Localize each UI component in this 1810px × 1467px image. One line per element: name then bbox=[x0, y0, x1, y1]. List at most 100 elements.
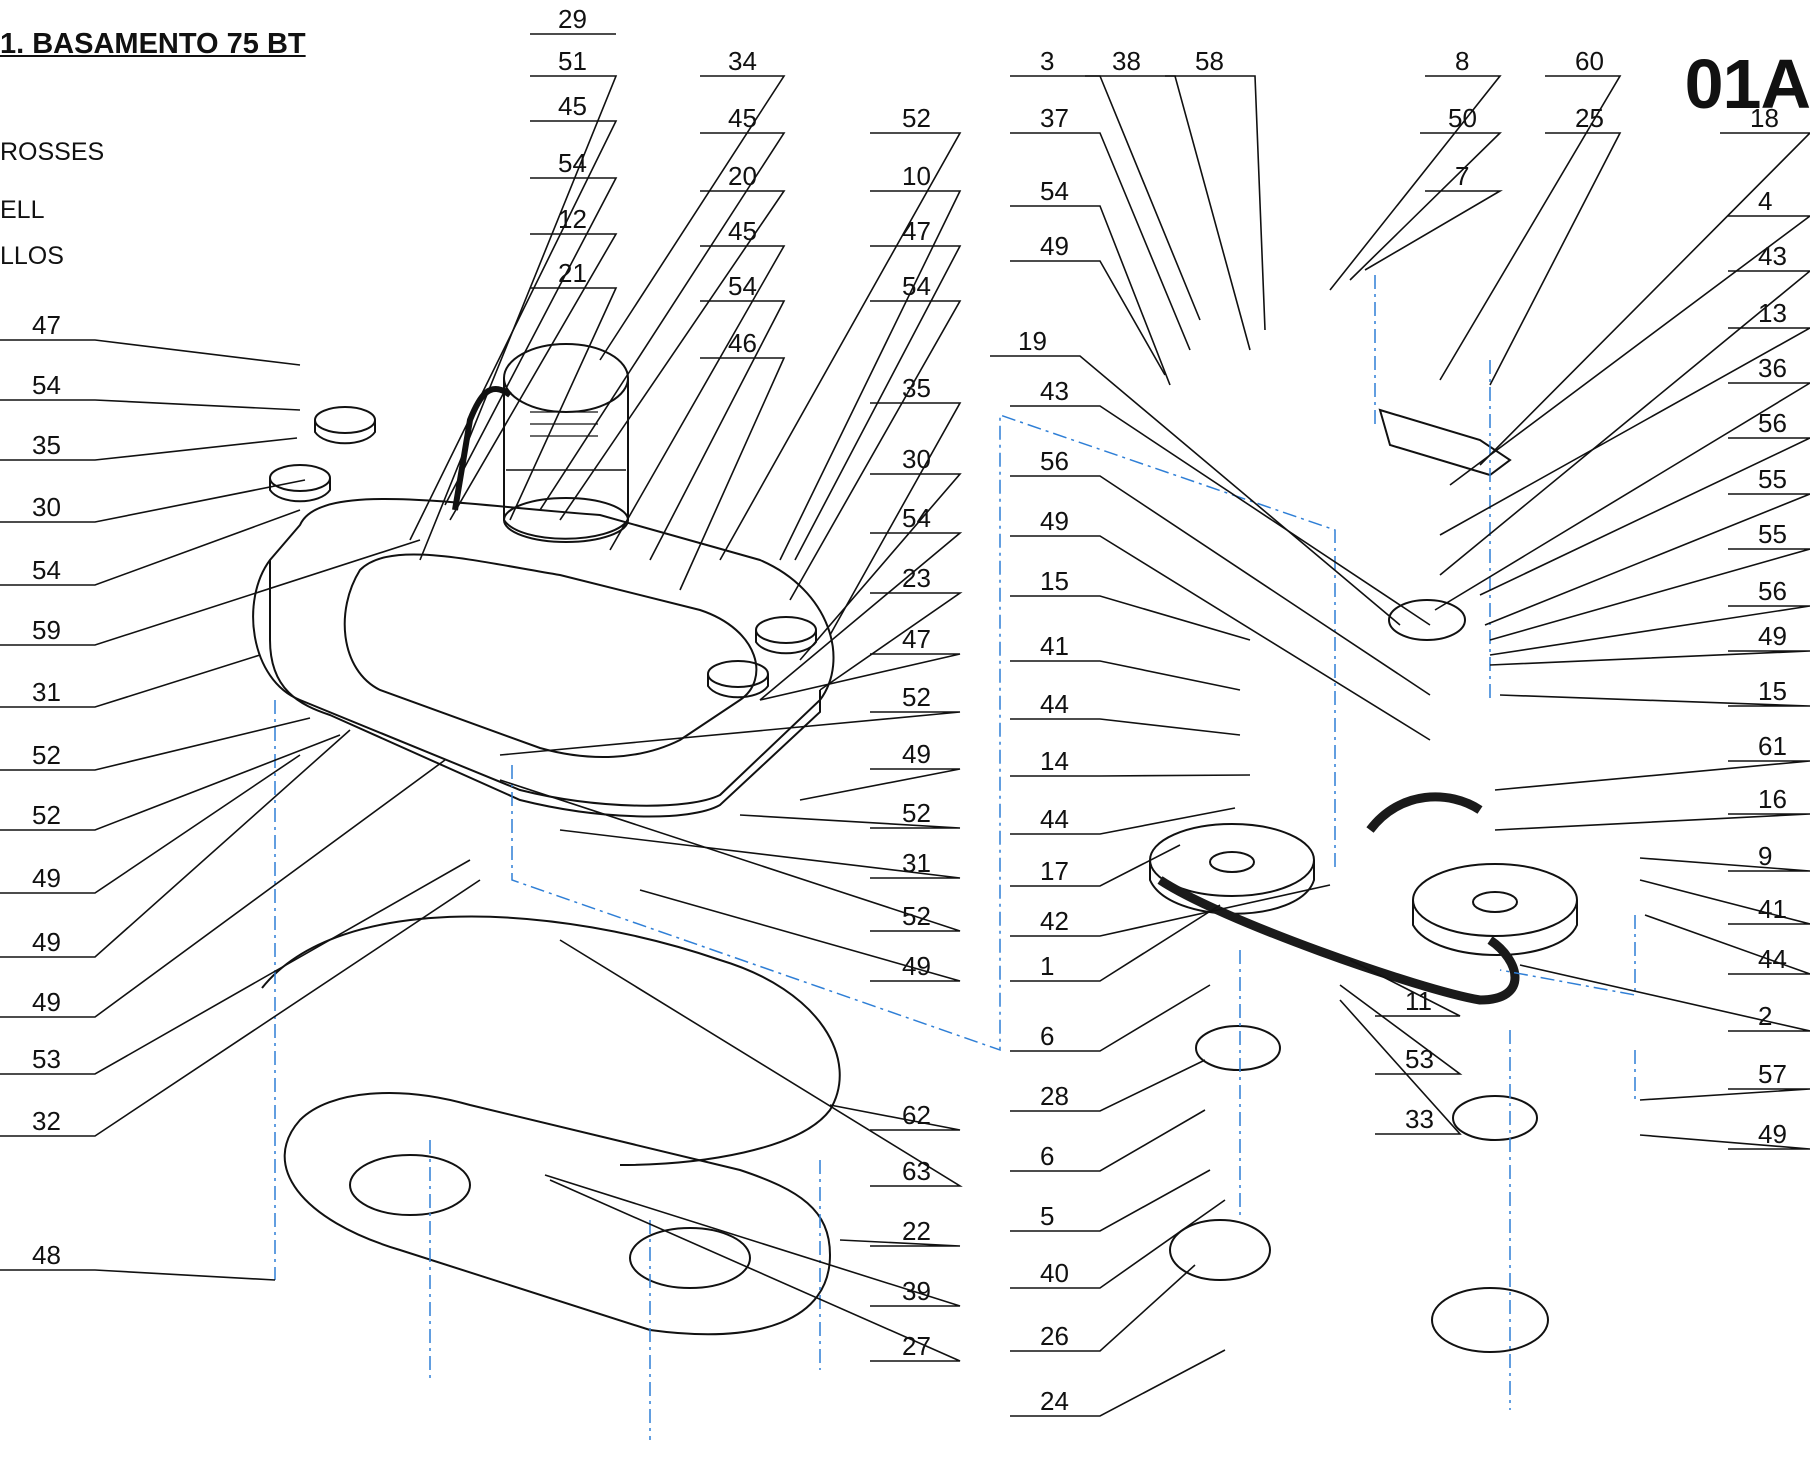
drive-belt bbox=[1157, 792, 1520, 1005]
callout-top-30: 39 bbox=[544, 1174, 961, 1307]
leader-line bbox=[1489, 650, 1810, 666]
callout-left-13: 32 bbox=[0, 879, 481, 1137]
callout-right-8: 13 bbox=[1439, 298, 1810, 536]
right-pulley bbox=[1412, 863, 1578, 956]
upper-housing bbox=[1388, 599, 1466, 641]
callout-label: 52 bbox=[902, 798, 931, 828]
callout-left-6: 31 bbox=[0, 654, 261, 708]
callout-label: 44 bbox=[1758, 944, 1787, 974]
leader-line bbox=[1010, 1349, 1226, 1417]
callout-mid-19: 28 bbox=[1010, 1059, 1206, 1112]
blade-disc-left bbox=[1169, 1219, 1271, 1281]
callout-right-11: 55 bbox=[1484, 464, 1810, 626]
leader-line bbox=[549, 1179, 961, 1362]
callout-top-21: 52 bbox=[499, 682, 961, 756]
callout-mid-16: 42 bbox=[1010, 884, 1331, 937]
leader-line bbox=[0, 759, 446, 1018]
callout-label: 22 bbox=[902, 1216, 931, 1246]
legend-line-2: ELL bbox=[0, 196, 45, 224]
leader-line bbox=[1010, 1109, 1206, 1172]
callout-top-5: 21 bbox=[509, 258, 618, 521]
callout-mid-4: 54 bbox=[1010, 176, 1171, 386]
leader-line bbox=[1339, 999, 1462, 1135]
leader-line bbox=[599, 75, 786, 361]
callout-label: 40 bbox=[1040, 1258, 1069, 1288]
callout-label: 52 bbox=[32, 740, 61, 770]
callout-mid-2: 58 bbox=[1165, 46, 1266, 331]
callout-label: 19 bbox=[1018, 326, 1047, 356]
leader-line bbox=[0, 539, 421, 646]
leader-line bbox=[1010, 1199, 1226, 1289]
callout-left-1: 54 bbox=[0, 370, 301, 411]
legend-line-3: LLOS bbox=[0, 242, 64, 270]
callout-left-8: 52 bbox=[0, 734, 341, 831]
leader-line bbox=[719, 132, 962, 561]
callout-right-14: 49 bbox=[1489, 621, 1810, 666]
callout-label: 36 bbox=[1758, 353, 1787, 383]
callout-label: 45 bbox=[728, 103, 757, 133]
callout-top-31: 27 bbox=[549, 1179, 961, 1362]
callout-mid-14: 44 bbox=[1010, 804, 1236, 835]
callout-label: 44 bbox=[1040, 689, 1069, 719]
leader-line bbox=[1349, 132, 1502, 281]
callout-label: 53 bbox=[32, 1044, 61, 1074]
leader-line bbox=[1010, 595, 1251, 641]
callout-left-5: 59 bbox=[0, 539, 421, 646]
leader-line bbox=[1010, 884, 1331, 937]
callout-mid-10: 15 bbox=[1010, 566, 1251, 641]
callout-left-0: 47 bbox=[0, 310, 301, 366]
leader-line bbox=[829, 402, 962, 636]
leader-line bbox=[1010, 132, 1191, 351]
callout-label: 41 bbox=[1040, 631, 1069, 661]
callout-label: 20 bbox=[728, 161, 757, 191]
callout-right-20: 44 bbox=[1644, 914, 1810, 975]
callout-label: 25 bbox=[1575, 103, 1604, 133]
callout-left-2: 35 bbox=[0, 430, 298, 461]
callout-top-3: 54 bbox=[444, 148, 618, 506]
leader-line bbox=[1010, 660, 1241, 691]
callout-label: 35 bbox=[32, 430, 61, 460]
callout-mid-22: 40 bbox=[1010, 1199, 1226, 1289]
leader-line bbox=[1489, 132, 1622, 386]
leader-line bbox=[559, 939, 963, 1187]
callout-left-11: 49 bbox=[0, 759, 446, 1018]
callout-mid-1: 38 bbox=[1085, 46, 1251, 351]
callout-label: 42 bbox=[1040, 906, 1069, 936]
callout-right-5: 18 bbox=[1479, 103, 1810, 466]
callout-label: 52 bbox=[902, 682, 931, 712]
callout-mid-8: 56 bbox=[1010, 446, 1431, 696]
callout-label: 52 bbox=[902, 103, 931, 133]
callout-top-11: 46 bbox=[679, 328, 786, 591]
callout-label: 13 bbox=[1758, 298, 1787, 328]
leader-line bbox=[679, 357, 786, 591]
callout-label: 54 bbox=[558, 148, 587, 178]
callout-top-18: 54 bbox=[759, 503, 963, 701]
callout-label: 30 bbox=[32, 492, 61, 522]
callout-label: 39 bbox=[902, 1276, 931, 1306]
callout-label: 43 bbox=[1758, 241, 1787, 271]
callout-label: 41 bbox=[1758, 894, 1787, 924]
motor bbox=[452, 343, 629, 543]
callout-label: 59 bbox=[32, 615, 61, 645]
hub-disc-right bbox=[1452, 1095, 1538, 1141]
callout-left-4: 54 bbox=[0, 509, 301, 586]
leader-line bbox=[1165, 75, 1266, 331]
callout-label: 49 bbox=[902, 739, 931, 769]
callout-label: 49 bbox=[1040, 231, 1069, 261]
leader-line bbox=[1010, 405, 1431, 626]
bottom-cover bbox=[283, 1092, 832, 1336]
leader-line bbox=[649, 300, 786, 561]
callout-label: 32 bbox=[32, 1106, 61, 1136]
callout-label: 57 bbox=[1758, 1059, 1787, 1089]
leader-line bbox=[759, 653, 961, 701]
leader-line bbox=[990, 355, 1401, 626]
callout-right-3: 25 bbox=[1489, 103, 1622, 386]
leader-line bbox=[1644, 914, 1810, 975]
callout-top-26: 49 bbox=[639, 889, 961, 982]
callout-mid-11: 41 bbox=[1010, 631, 1241, 691]
callout-mid-0: 3 bbox=[1010, 46, 1201, 321]
callout-top-1: 51 bbox=[419, 46, 618, 561]
callout-label: 56 bbox=[1040, 446, 1069, 476]
